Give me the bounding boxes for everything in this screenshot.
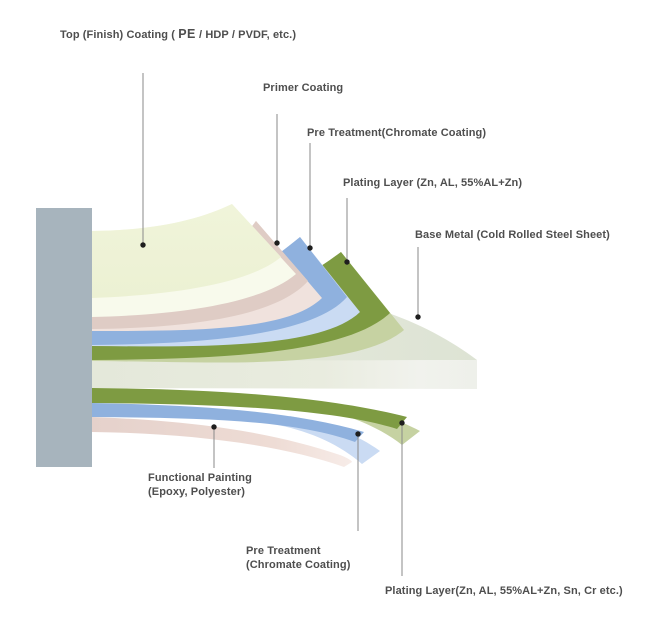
layer-functional-painting-bottom bbox=[92, 417, 352, 467]
label-primer: Primer Coating bbox=[263, 82, 344, 94]
base-metal-front-face bbox=[92, 360, 477, 389]
label-pre-treatment-top: Pre Treatment(Chromate Coating) bbox=[307, 127, 487, 139]
layer-top-coating bbox=[92, 204, 281, 298]
dot-plating-top bbox=[344, 259, 350, 265]
leader-lines bbox=[142, 73, 419, 576]
label-top-coating-prefix: Top (Finish) Coating ( bbox=[60, 29, 179, 41]
label-top-coating-suffix: / HDP / PVDF, etc.) bbox=[195, 29, 297, 41]
label-plating-top: Plating Layer (Zn, AL, 55%AL+Zn) bbox=[343, 177, 523, 189]
layer-pre-treatment-bottom bbox=[92, 403, 364, 442]
layer-plating-bottom bbox=[92, 388, 407, 429]
label-functional-painting: Functional Painting (Epoxy, Polyester) bbox=[148, 472, 252, 498]
dot-top-coating bbox=[140, 242, 146, 248]
dot-plating-bottom bbox=[399, 420, 405, 426]
callout-dots bbox=[140, 240, 421, 437]
dot-pre-treatment-bottom bbox=[355, 431, 361, 437]
dot-base-metal bbox=[415, 314, 421, 320]
dot-functional-painting bbox=[211, 424, 217, 430]
roller-block bbox=[36, 208, 92, 467]
label-base-metal: Base Metal (Cold Rolled Steel Sheet) bbox=[415, 229, 610, 241]
label-plating-bottom: Plating Layer(Zn, AL, 55%AL+Zn, Sn, Cr e… bbox=[385, 585, 623, 597]
label-pre-treatment-bottom: Pre Treatment (Chromate Coating) bbox=[246, 545, 351, 571]
label-top-coating-pe: PE bbox=[178, 27, 196, 41]
dot-primer bbox=[274, 240, 280, 246]
label-top-coating: Top (Finish) Coating ( PE / HDP / PVDF, … bbox=[60, 27, 296, 42]
dot-pre-treatment-top bbox=[307, 245, 313, 251]
